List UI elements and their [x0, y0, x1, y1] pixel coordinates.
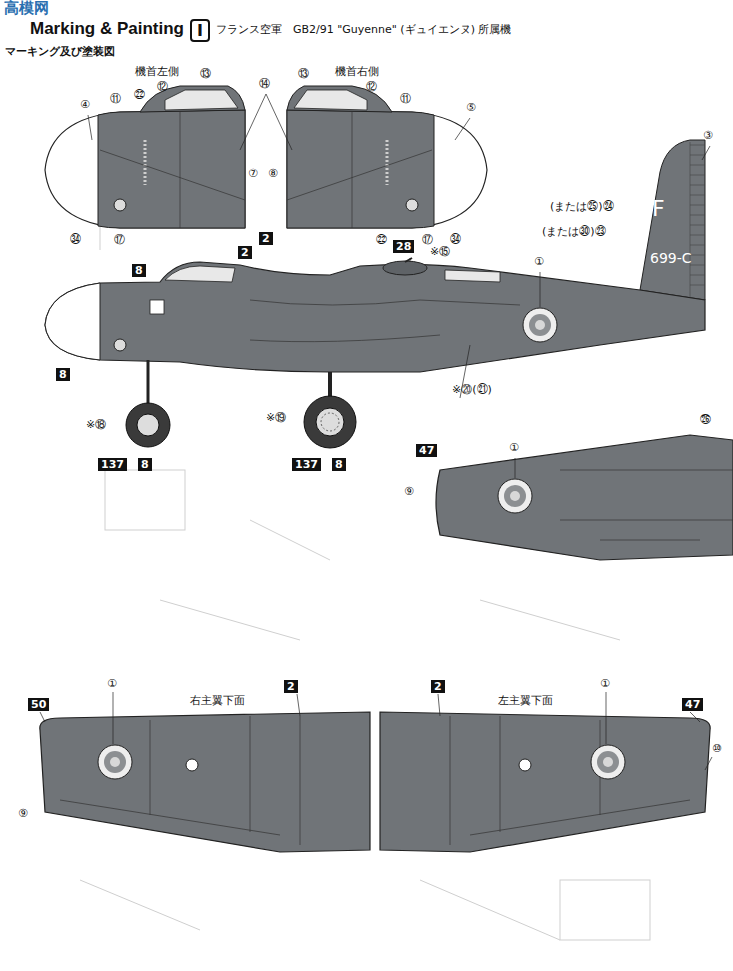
callout-box: 8 [56, 368, 70, 381]
callout-number: ① [509, 442, 519, 455]
page-title: Marking & Painting [30, 19, 184, 39]
callout-number: ㉞ [450, 234, 461, 247]
callout-box: 137 [98, 458, 127, 471]
callout-box: 8 [132, 264, 146, 277]
callout-box: 47 [416, 444, 437, 457]
view-caption: マーキング及び塗装図 [5, 46, 115, 59]
callout-number: ④ [80, 99, 90, 112]
view-caption: 左主翼下面 [498, 695, 553, 708]
callout-number: (または㉕)㉔ [550, 201, 614, 214]
callout-box: 2 [238, 246, 252, 259]
callout-number: ⑦ [248, 168, 258, 181]
marking-option-box: I [190, 19, 210, 42]
view-caption: 右主翼下面 [190, 695, 245, 708]
callout-box: 28 [393, 240, 414, 253]
callout-number: ① [534, 256, 544, 269]
callout-number: 47 [685, 698, 700, 711]
callout-number: 28 [396, 240, 411, 253]
callout-number: ⑪ [400, 93, 411, 106]
callout-number: 137 [295, 458, 318, 471]
callout-number: ⑭ [259, 78, 270, 91]
callout-number: ⑫ [157, 81, 168, 94]
callout-number: ⑪ [110, 93, 121, 106]
callout-box: 2 [431, 680, 445, 693]
aircraft-marking: F [652, 196, 665, 221]
callout-number: 2 [287, 680, 295, 693]
view-caption: 機首右側 [335, 66, 379, 79]
callout-number: ③ [703, 130, 713, 143]
callout-number: I [197, 21, 203, 40]
callout-box: 47 [682, 698, 703, 711]
callout-number: ㉒ [376, 234, 387, 247]
callout-box: 50 [28, 698, 49, 711]
callout-number: ⑨ [404, 486, 414, 499]
callout-number: 137 [101, 458, 124, 471]
aircraft-marking: 699-C [650, 250, 692, 266]
callout-number: 8 [135, 264, 143, 277]
callout-number: ⑫ [366, 81, 377, 94]
callout-number: 8 [141, 458, 149, 471]
callout-number: ㉒ [134, 89, 145, 102]
callout-number: ⑩ [712, 743, 722, 756]
callout-box: 8 [332, 458, 346, 471]
callout-number: 47 [419, 444, 434, 457]
callout-box: 2 [259, 232, 273, 245]
callout-number: 2 [241, 246, 249, 259]
callout-box: 137 [292, 458, 321, 471]
callout-box: 2 [284, 680, 298, 693]
callout-number: ⑧ [268, 168, 278, 181]
callout-number: ⑰ [422, 234, 433, 247]
callout-number: 8 [335, 458, 343, 471]
callout-number: ※⑱ [86, 419, 106, 432]
callout-number: ㉖ [700, 414, 711, 427]
view-caption: 機首左側 [135, 66, 179, 79]
callout-number: ⑤ [466, 102, 476, 115]
callout-number: 50 [31, 698, 46, 711]
callout-number: 8 [59, 368, 67, 381]
callout-number: ⑬ [200, 68, 211, 81]
callout-box: 8 [138, 458, 152, 471]
callout-number: ① [107, 678, 117, 691]
callout-number: ※⑳(㉑) [452, 384, 492, 397]
callout-number: ⑰ [114, 234, 125, 247]
callout-number: ※⑮ [430, 246, 450, 259]
callout-number: ⑬ [298, 68, 309, 81]
callout-number: ① [600, 678, 610, 691]
callout-number: 2 [262, 232, 270, 245]
callout-number: ⑨ [18, 808, 28, 821]
callout-number: (または㉚)㉓ [542, 226, 606, 239]
callout-number: ㉞ [70, 234, 81, 247]
callout-number: ※⑲ [266, 412, 286, 425]
callout-number: 2 [434, 680, 442, 693]
watermark: 高模网 [4, 0, 49, 17]
view-caption: フランス空軍 GB2/91 "Guyenne" (ギュイエンヌ) 所属機 [216, 24, 511, 37]
